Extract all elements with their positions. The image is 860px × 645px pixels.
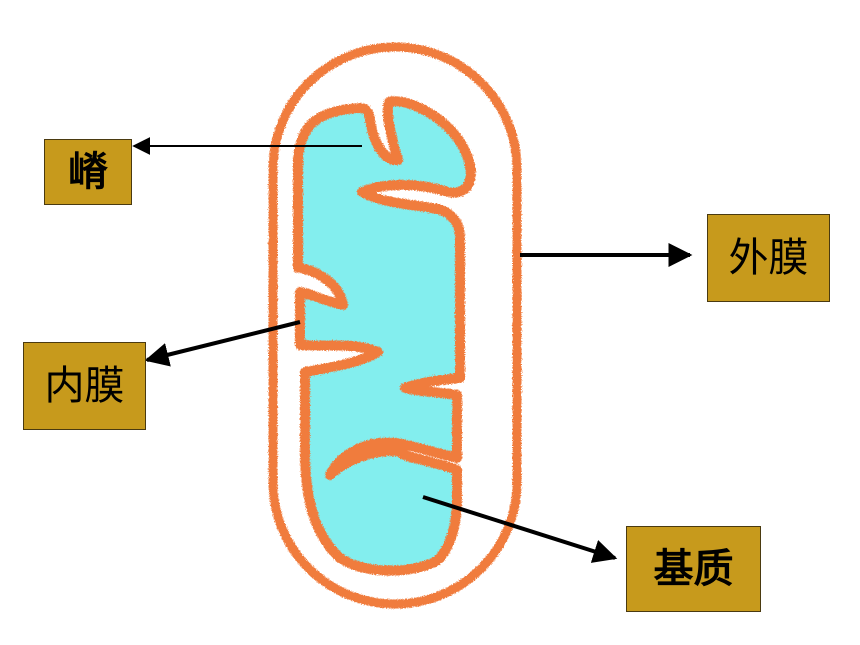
matrix-label: 基质 (626, 526, 761, 612)
outer-membrane (268, 42, 522, 609)
crista-label: 嵴 (44, 139, 132, 205)
outer-membrane-label: 外膜 (707, 214, 830, 302)
inner-membrane-arrow (144, 320, 301, 367)
inner-membrane-matrix (293, 96, 476, 576)
inner-membrane-label: 内膜 (23, 342, 146, 430)
matrix-arrow (422, 495, 618, 563)
